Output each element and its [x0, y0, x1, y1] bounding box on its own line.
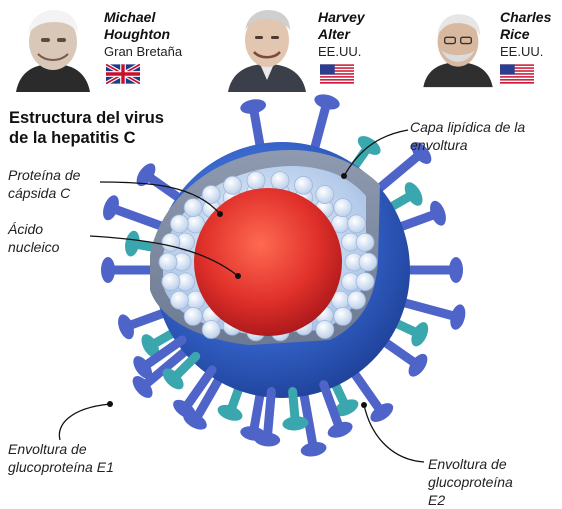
laureate-first-name: Harvey [318, 9, 365, 26]
acid-label-line-1: Ácido [8, 220, 59, 238]
diagram-title: Estructura del virus de la hepatitis C [9, 108, 164, 148]
capsid-protein-bubble [356, 233, 374, 251]
capsid-protein-bubble [247, 172, 265, 190]
e1-label-line-1: Envoltura de [8, 440, 114, 458]
e1-spike-cap [449, 257, 463, 283]
capsid-protein-bubble [184, 307, 202, 325]
e1-spike-cap [300, 440, 328, 458]
e1-leader-line [59, 404, 110, 440]
capsid-protein-bubble [224, 176, 242, 194]
laureate-alter: Harvey Alter EE.UU. [220, 0, 390, 92]
capsid-protein-bubble [359, 253, 377, 271]
laureate-first-name: Michael [104, 9, 170, 26]
laureate-country: EE.UU. [500, 44, 543, 59]
capsid-protein-bubble [170, 215, 188, 233]
laureate-country: EE.UU. [318, 44, 361, 59]
e1-spike-front-stem [267, 392, 271, 440]
acid-label-line-2: nucleico [8, 238, 59, 256]
capsid-label-line-1: Proteína de [8, 166, 80, 184]
capsid-protein-bubble [334, 307, 352, 325]
e2-label-line-1: Envoltura de [428, 455, 513, 473]
capsid-protein-bubble [334, 199, 352, 217]
e2-label-line-2: glucoproteína [428, 473, 513, 491]
e1-label-line-2: glucoproteína E1 [8, 458, 114, 476]
capsid-protein-bubble [170, 291, 188, 309]
lipid-label-line-1: Capa lipídica de la [410, 118, 525, 136]
capsid-protein-bubble [162, 233, 180, 251]
e1-spike-cap [239, 97, 267, 115]
e1-spike-cap [101, 257, 115, 283]
laureate-first-name: Charles [500, 9, 551, 26]
e1-spike-cap [313, 92, 342, 112]
capsid-protein-bubble [316, 186, 334, 204]
lipid-label-line-2: envoltura [410, 136, 525, 154]
e1-spike-stem [400, 302, 458, 318]
laureate-country: Gran Bretaña [104, 44, 182, 59]
rice-portrait-icon [418, 4, 498, 92]
nucleic-acid-label: Ácido nucleico [8, 220, 59, 256]
laureate-last-name: Houghton [104, 26, 170, 43]
uk-flag-icon [106, 64, 140, 84]
laureate-last-name: Rice [500, 26, 551, 43]
e1-spike-stem [314, 102, 327, 152]
capsid-protein-label: Proteína de cápsida C [8, 166, 80, 202]
capsid-protein-bubble [356, 273, 374, 291]
capsid-protein-bubble [294, 176, 312, 194]
diagram-title-line-1: Estructura del virus [9, 108, 164, 128]
e2-spike-cap [123, 230, 141, 258]
alter-portrait-icon [222, 4, 312, 92]
capsid-protein-bubble [202, 320, 220, 338]
capsid-protein-bubble [159, 253, 177, 271]
capsid-protein-bubble [348, 215, 366, 233]
laureate-houghton: Michael Houghton Gran Bretaña [0, 0, 200, 92]
e1-glycoprotein-label: Envoltura de glucoproteína E1 [8, 440, 114, 476]
e1-spike-stem [111, 208, 167, 229]
lipid-layer-label: Capa lipídica de la envoltura [410, 118, 525, 154]
e1-spike-cap [448, 303, 468, 332]
capsid-protein-bubble [184, 199, 202, 217]
capsid-protein-bubble [316, 320, 334, 338]
capsid-protein-bubble [271, 172, 289, 190]
capsid-protein-bubble [348, 291, 366, 309]
e2-label-line-3: E2 [428, 491, 513, 509]
us-flag-icon [500, 64, 534, 84]
capsid-protein-bubble [162, 273, 180, 291]
houghton-portrait-icon [8, 4, 98, 92]
e2-glycoprotein-label: Envoltura de glucoproteína E2 [428, 455, 513, 509]
laureate-rice: Charles Rice EE.UU. [418, 0, 562, 92]
capsid-label-line-2: cápsida C [8, 184, 80, 202]
us-flag-icon [320, 64, 354, 84]
laureate-last-name: Alter [318, 26, 365, 43]
diagram-title-line-2: de la hepatitis C [9, 128, 164, 148]
